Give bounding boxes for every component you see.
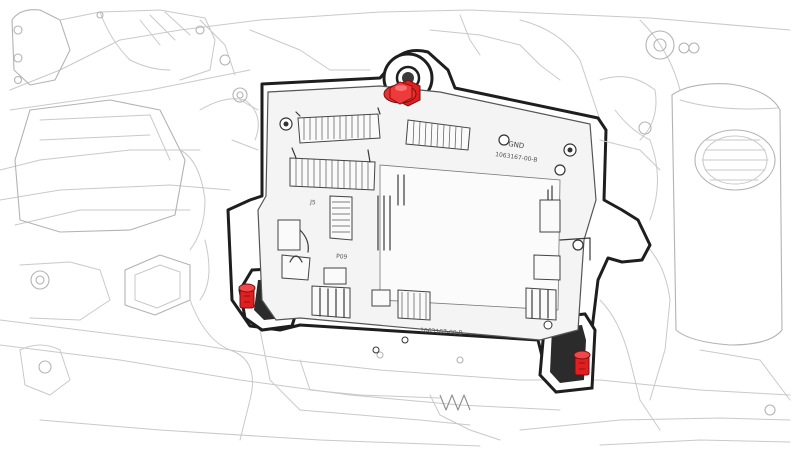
background-structure xyxy=(0,9,791,447)
connector-mid-left xyxy=(289,147,376,191)
fastener-top-center xyxy=(383,79,421,107)
connector-top-left xyxy=(295,107,381,144)
fastener-lower-left xyxy=(238,283,256,309)
connector-j-label: J5 xyxy=(309,199,316,206)
left-components xyxy=(277,219,351,319)
control-board: GND 1063167-00-B 1063167-00-B P09 J5 xyxy=(257,85,597,354)
gnd-label: GND xyxy=(508,140,525,150)
connector-vertical xyxy=(329,195,353,241)
part-number-label: 1063167-00-B xyxy=(420,327,463,337)
connector-bottom xyxy=(371,289,431,321)
fastener-lower-right xyxy=(573,350,591,376)
pcb-code-label: P09 xyxy=(336,253,348,261)
connector-top-right xyxy=(405,119,471,151)
right-components xyxy=(525,185,591,321)
